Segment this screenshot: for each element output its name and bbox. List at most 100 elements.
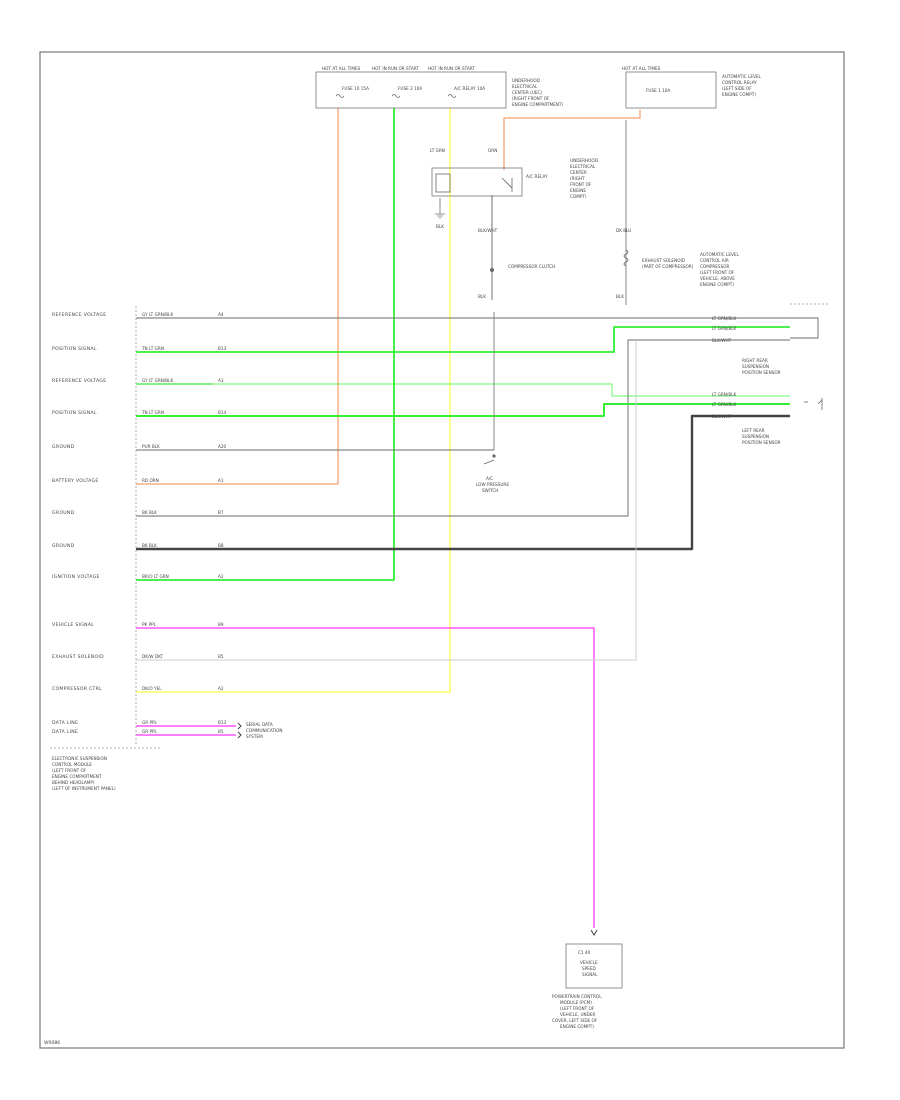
- pin-circuit: B9: [218, 622, 224, 627]
- wires: [212, 108, 819, 928]
- pin-circuit: B14: [218, 410, 227, 415]
- diagram-border: [39, 51, 845, 1049]
- ls-wire-0: LT GRN/BLK: [712, 392, 737, 397]
- fuse-box1-fuse: FUSE 10 15A: [342, 86, 369, 91]
- pin-circuit: A3: [218, 378, 224, 383]
- uec-fuse-block: HOT AT ALL TIMES FUSE 10 15A HOT IN RUN …: [315, 66, 563, 109]
- fuse-box3-title: HOT IN RUN OR START: [428, 66, 475, 71]
- solenoid-coil-icon: [623, 249, 629, 267]
- relay-cap-1: ELECTRICAL: [570, 164, 596, 169]
- pin-circuit: A1: [218, 478, 224, 483]
- ground-icon: [435, 213, 445, 219]
- level-compressor-caption: AUTOMATIC LEVEL CONTROL AIR COMPRESSOR (…: [700, 252, 739, 287]
- switch-label-2: SWITCH: [482, 488, 498, 493]
- lr-title-2: POSITION SENSOR: [742, 370, 781, 375]
- pin-label: BATTERY VOLTAGE: [52, 478, 99, 484]
- pin-circuit: B5: [218, 729, 224, 734]
- pin-circuit: A2: [218, 686, 224, 691]
- pin-label: IGNITION VOLTAGE: [52, 574, 100, 580]
- pin-circuit: B13: [218, 346, 227, 351]
- sensor-resistor-icon: [804, 398, 823, 410]
- relay-cap-0: UNDERHOOD: [570, 158, 598, 163]
- left-rear-sensor: RIGHT REAR SUSPENSION POSITION SENSOR LT…: [712, 358, 823, 445]
- pin-label: REFERENCE VOLTAGE: [52, 312, 106, 318]
- arrow-icon: [237, 722, 242, 739]
- relay-wire-1: ORN: [488, 148, 497, 153]
- exhaust-wire-1: BLK: [616, 294, 624, 299]
- relay-coil: [435, 173, 451, 193]
- right-rear-sensor: LT GRN/BLK LT GRN/BLK BLK/WHT: [712, 303, 830, 343]
- relay-wire-2: BLK: [436, 224, 444, 229]
- rr2-title-1: SUSPENSION: [742, 434, 769, 439]
- pin-wire-color: BK BLK: [142, 543, 157, 548]
- relay-cap-2: CENTER: [570, 170, 587, 175]
- uec-caption-0: UNDERHOOD: [512, 78, 540, 83]
- pcm-cap-3: VEHICLE, UNDER: [560, 1012, 596, 1017]
- pin-circuit: A20: [218, 444, 227, 449]
- pin-circuit: A4: [218, 312, 224, 317]
- alc-caption-3: ENGINE COMPT): [722, 92, 756, 97]
- module-pins: REFERENCE VOLTAGE GY LT GRN/BLK A4POSITION…: [52, 312, 227, 736]
- pcm-cap-4: COVER, LEFT SIDE OF: [552, 1018, 598, 1023]
- pin-wire-color: GR PPL: [142, 720, 158, 725]
- switch-contact-icon: [492, 454, 496, 458]
- wire-relay-orange: [503, 110, 641, 170]
- relay-contact: [501, 177, 513, 192]
- pin-circuit: A2: [218, 574, 224, 579]
- pin-label: POSITION SIGNAL: [52, 346, 97, 352]
- uec-caption-2: CENTER (UEC): [512, 90, 542, 95]
- module-cap-0: ELECTRONIC SUSPENSION: [52, 756, 107, 761]
- pin-wire-color: BK BLK: [142, 510, 157, 515]
- relay-name: A/C RELAY: [526, 174, 548, 179]
- pcm-cap-0: POWERTRAIN CONTROL: [552, 994, 602, 999]
- exhaust-wire-0: DK BLU: [616, 228, 631, 233]
- wire-compressor-yellow: [212, 108, 451, 693]
- pin-wire-color: DK/O YEL: [142, 686, 162, 691]
- rr-wire-0: LT GRN/BLK: [712, 316, 737, 321]
- wire-ref-1: [212, 317, 819, 339]
- ac-relay: A/C RELAY LT GRN ORN BLK UNDERHOOD ELECT…: [430, 148, 598, 229]
- relay-box: [431, 167, 523, 197]
- pin-label: VEHICLE SIGNAL: [52, 622, 94, 628]
- pcm-cap-1: MODULE (PCM): [560, 1000, 592, 1005]
- relay-cap-3: (RIGHT: [570, 176, 585, 181]
- pcm-inner-1: SPEED: [582, 966, 596, 971]
- wire-ref-2: [212, 383, 790, 397]
- wire-pos-2: [212, 403, 790, 417]
- pin-wire-color: GY LT GRN/BLK: [142, 312, 173, 317]
- data-link-label-1: COMMUNICATION: [246, 728, 283, 733]
- wire-ignition-green: [212, 108, 395, 581]
- fuse-box4-title: HOT AT ALL TIMES: [622, 66, 661, 71]
- pcm-connector-arrow: [590, 929, 598, 936]
- rr-wire-2: BLK/WHT: [712, 338, 732, 343]
- level-cap-3: (LEFT FRONT OF: [700, 270, 735, 275]
- pcm-connector: C1 40: [578, 950, 591, 955]
- rr-wire-1: LT GRN/BLK: [712, 326, 737, 331]
- ls-wire-2: BLK/WHT: [712, 414, 732, 419]
- ls-wire-1: LT GRN/BLK: [712, 402, 737, 407]
- relay-cap-6: COMPT): [570, 194, 587, 199]
- module-cap-5: (LEFT OF INSTRUMENT PANEL): [52, 786, 116, 791]
- pcm-inner-2: SIGNAL: [582, 972, 598, 977]
- pin-wire-color: GY LT GRN/BLK: [142, 378, 173, 383]
- wire-gnd-left: [212, 414, 790, 551]
- pin-wire-color: PUR BLK: [142, 444, 160, 449]
- uec-caption-1: ELECTRICAL: [512, 84, 538, 89]
- pin-label: GROUND: [52, 543, 75, 549]
- uec-caption-4: ENGINE COMPARTMENT): [512, 102, 563, 107]
- data-link-label-0: SERIAL DATA: [246, 722, 273, 727]
- module-cap-3: ENGINE COMPARTMENT: [52, 774, 102, 779]
- fuse-symbol: [335, 94, 457, 98]
- level-cap-2: COMPRESSOR: [700, 264, 730, 269]
- pin-circuit: B13: [218, 720, 227, 725]
- relay-wire-0: LT GRN: [430, 148, 445, 153]
- compressor-clutch: BLK/WHT COMPRESSOR CLUTCH BLK: [478, 228, 555, 299]
